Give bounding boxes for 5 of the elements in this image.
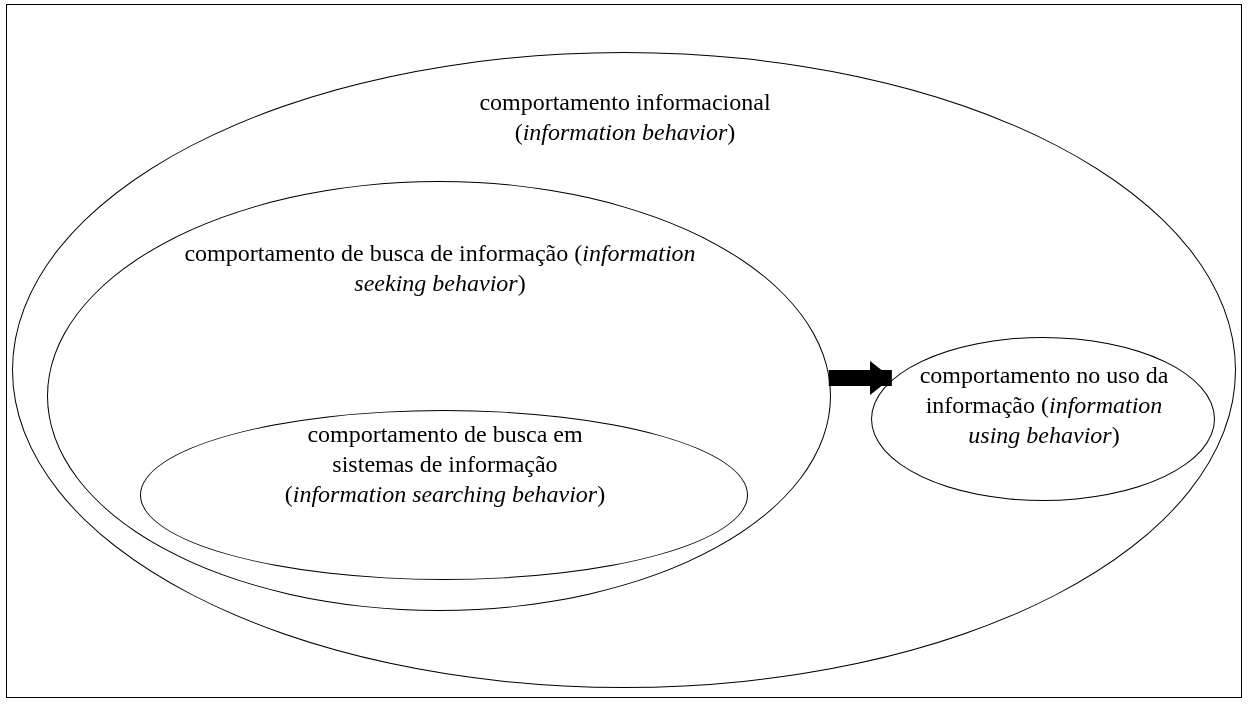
arrow <box>828 361 892 395</box>
node-label: comportamento de busca de informação (information seeking behavior) <box>183 239 697 298</box>
node-label: comportamento no uso da informação (information using behavior) <box>918 361 1170 450</box>
node-label: comportamento informacional (information behavior) <box>478 88 772 147</box>
node-label: comportamento de busca em sistemas de informação (information searching behavior) <box>283 420 607 509</box>
